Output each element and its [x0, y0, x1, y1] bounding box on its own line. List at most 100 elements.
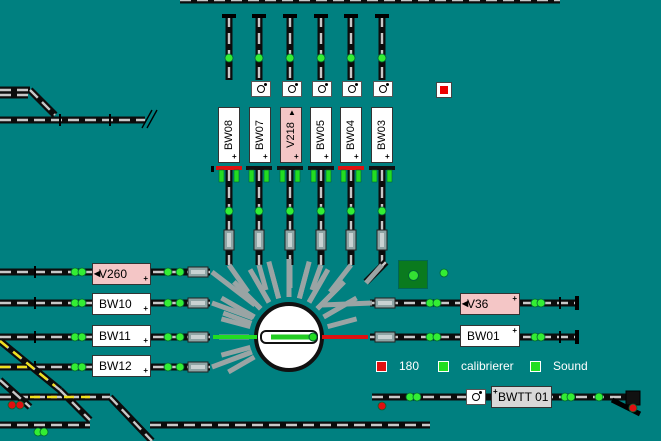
- signal-red-light: [15, 400, 25, 410]
- buffer-block-inner: [378, 301, 392, 305]
- loco-bw11[interactable]: BW11+: [92, 325, 151, 347]
- turntable-bridge-signal: [308, 332, 318, 342]
- track-end-cap: [575, 296, 579, 310]
- signal-red-light: [628, 403, 638, 413]
- red-square-icon[interactable]: [376, 360, 387, 372]
- track-end-cap: [252, 14, 266, 18]
- loco-v260[interactable]: V260◀+: [92, 263, 151, 285]
- turntable-stub-track: [315, 285, 341, 311]
- light-button-bw03[interactable]: [373, 81, 393, 97]
- track-dash: [109, 396, 153, 441]
- track-end-cap: [375, 14, 389, 18]
- signal-red-light: [7, 400, 17, 410]
- buffer-block-inner: [319, 233, 323, 247]
- signal-light: [594, 392, 604, 402]
- signal-light: [163, 362, 173, 372]
- loco-label: BW04: [345, 120, 357, 150]
- turntable-stub-track: [296, 268, 310, 300]
- signal-light: [254, 206, 264, 216]
- loco-label: BW08: [223, 120, 235, 150]
- occupancy-marker: [371, 169, 378, 183]
- light-button-bw05[interactable]: [312, 81, 332, 97]
- loco-bw05[interactable]: BW05+: [310, 107, 332, 163]
- signal-light: [175, 362, 185, 372]
- signal-light: [346, 53, 356, 63]
- light-button-bwtt01[interactable]: [466, 389, 486, 405]
- buffer-block-inner: [191, 365, 205, 369]
- loco-bw10[interactable]: BW10+: [92, 293, 151, 315]
- block-marker: [277, 166, 303, 170]
- block-marker: [246, 166, 272, 170]
- buffer-block-inner: [191, 335, 205, 339]
- track-joint: [34, 266, 36, 278]
- signal-light: [77, 298, 87, 308]
- track-dash: [59, 389, 91, 421]
- bulb-icon: [379, 83, 389, 93]
- track-end-cap: [283, 14, 297, 18]
- legend-label: calibrierer: [461, 359, 514, 373]
- occupancy-marker: [310, 169, 317, 183]
- signal-red-light: [377, 401, 387, 411]
- loco-bw03[interactable]: BW03+: [371, 107, 393, 163]
- buffer-block-inner: [288, 233, 292, 247]
- turntable-stub-track: [306, 275, 327, 304]
- light-button-bw04[interactable]: [342, 81, 362, 97]
- track-joint: [559, 331, 561, 343]
- turntable-approach: [211, 300, 254, 321]
- loco-label: V36: [467, 297, 489, 311]
- legend-item-calibrierer[interactable]: calibrierer: [438, 359, 514, 373]
- light-button-bw07[interactable]: [251, 81, 271, 97]
- block-marker: [216, 166, 242, 170]
- signal-light: [163, 332, 173, 342]
- occupancy-marker: [233, 169, 240, 183]
- track-dash: [0, 379, 31, 408]
- loco-v218[interactable]: V218▲+: [280, 107, 302, 163]
- signal-light: [224, 53, 234, 63]
- red-square-icon: [440, 86, 448, 94]
- loco-label: BW12: [99, 359, 132, 373]
- loco-bwtt01[interactable]: BWTT 01+: [491, 386, 552, 408]
- signal-light: [163, 298, 173, 308]
- signal-light: [224, 206, 234, 216]
- signal-light: [285, 206, 295, 216]
- occupancy-marker: [263, 169, 270, 183]
- track-joint: [109, 114, 111, 126]
- signal-light: [566, 392, 576, 402]
- buffer-block-inner: [380, 233, 384, 247]
- green-square-icon[interactable]: [530, 360, 541, 372]
- track-end-mark: [141, 109, 153, 129]
- loco-label: V218: [285, 122, 297, 148]
- red-indicator-button[interactable]: [436, 82, 452, 98]
- green-square-icon[interactable]: [438, 360, 449, 372]
- light-button-v218[interactable]: [282, 81, 302, 97]
- loco-label: BWTT 01: [498, 390, 549, 404]
- block-marker: [308, 166, 334, 170]
- bulb-icon: [318, 83, 328, 93]
- turntable-status-indicator[interactable]: [398, 260, 428, 289]
- loco-bw01[interactable]: BW01+: [460, 325, 520, 347]
- occupancy-marker: [325, 169, 332, 183]
- signal-light: [439, 268, 449, 278]
- loco-label: BW05: [315, 120, 327, 150]
- loco-bw04[interactable]: BW04+: [340, 107, 362, 163]
- loco-v36[interactable]: V36◀+: [460, 293, 520, 315]
- legend-item-sound[interactable]: Sound: [530, 359, 588, 373]
- signal-light: [39, 427, 49, 437]
- signal-light: [412, 392, 422, 402]
- loco-label: BW07: [254, 120, 266, 150]
- turntable-approach: [211, 349, 253, 370]
- occupancy-marker: [279, 169, 286, 183]
- buffer-block-inner: [191, 301, 205, 305]
- loco-bw08[interactable]: BW08+: [218, 107, 240, 163]
- signal-light: [432, 298, 442, 308]
- track-joint: [34, 297, 36, 309]
- signal-light: [536, 298, 546, 308]
- signal-light: [175, 298, 185, 308]
- signal-light: [77, 362, 87, 372]
- loco-bw12[interactable]: BW12+: [92, 355, 151, 377]
- block-marker: [369, 166, 395, 170]
- buffer-block-inner: [227, 233, 231, 247]
- legend-item-180[interactable]: 180: [376, 359, 419, 373]
- loco-bw07[interactable]: BW07+: [249, 107, 271, 163]
- signal-light: [254, 53, 264, 63]
